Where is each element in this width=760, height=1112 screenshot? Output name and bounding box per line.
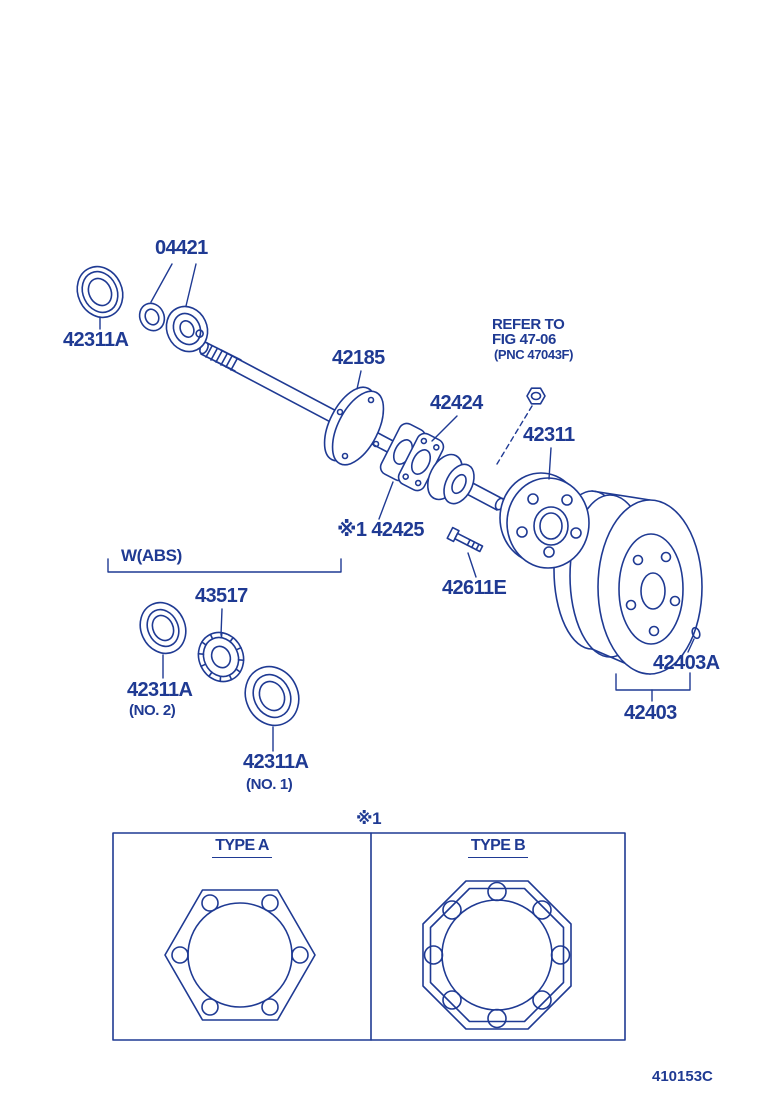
oil-seal-outer-art	[76, 265, 124, 319]
figure-code: 410153C	[652, 1068, 713, 1085]
abs-group-label: W(ABS)	[121, 546, 182, 565]
bearing-art	[426, 453, 475, 505]
type-a-gasket-art	[164, 889, 316, 1021]
callout-42185: 42185	[332, 347, 385, 369]
table-note-label: ※1	[356, 809, 382, 828]
refer-note-line1: REFER TO	[492, 316, 565, 333]
callout-42311a-no2: 42311A	[127, 679, 193, 701]
type-b-gasket-art	[422, 880, 572, 1030]
callout-42311a-no1-note: (NO. 1)	[246, 776, 293, 793]
callout-43517: 43517	[195, 585, 248, 607]
callout-42403: 42403	[624, 702, 677, 724]
callout-42425: ※1 42425	[337, 519, 425, 541]
table-header-type-a: TYPE A	[113, 837, 371, 858]
callout-42311a-outer: 42311A	[63, 329, 129, 351]
callout-42403a: 42403A	[653, 652, 720, 674]
callout-04421: 04421	[155, 237, 208, 259]
table-header-type-a-text: TYPE A	[212, 837, 272, 858]
callout-42311a-no2-note: (NO. 2)	[129, 702, 176, 719]
refer-note-line3: (PNC 47043F)	[494, 347, 574, 362]
callout-42424: 42424	[430, 392, 483, 414]
callout-42611e: 42611E	[442, 577, 507, 599]
type-table-art	[112, 832, 626, 1041]
callout-42311: 42311	[523, 424, 575, 446]
bearing-retainer-ring-art	[138, 302, 166, 332]
leader-lines	[99, 263, 695, 752]
table-header-type-b-text: TYPE B	[467, 837, 529, 858]
abs-seal-no1-art	[244, 665, 300, 727]
bolt-art	[446, 526, 484, 553]
rear-bearing-art	[165, 305, 209, 353]
refer-note-line2: FIG 47-06	[492, 331, 556, 348]
brake-drum-art	[553, 490, 703, 675]
sensor-rotor-art	[197, 631, 245, 683]
callout-42311a-no1: 42311A	[243, 751, 309, 773]
hub-art	[499, 472, 590, 569]
nut-art	[526, 387, 546, 405]
axle-flange-art	[323, 386, 385, 466]
abs-seal-no2-art	[139, 601, 187, 655]
table-header-type-b: TYPE B	[371, 837, 625, 858]
